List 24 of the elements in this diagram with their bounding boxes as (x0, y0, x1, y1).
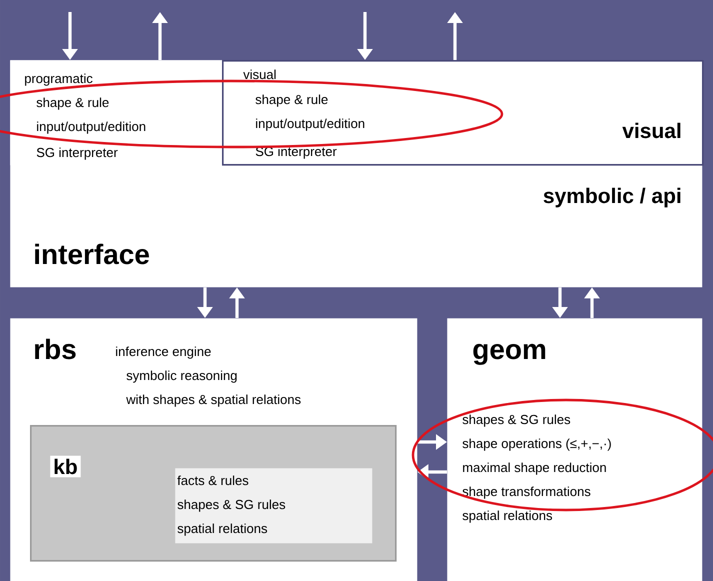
item-text: symbolic reasoning (126, 370, 237, 383)
item-text: input/output/edition (37, 122, 146, 134)
item-text: shape & rule (36, 98, 109, 110)
box-title: kb (50, 456, 81, 478)
item-text: spatial relations (462, 510, 552, 523)
box-title: geom (473, 344, 546, 365)
box-label: symbolic / api (544, 188, 680, 208)
item-text: inference engine (116, 346, 211, 359)
item-text: shape operations (≤,+,−,·) (462, 438, 611, 451)
item-text: maximal shape reduction (463, 462, 606, 475)
item-text: shape transformations (462, 486, 590, 499)
box-heading: programatic (25, 74, 92, 86)
item-text: facts & rules (177, 476, 248, 486)
box-heading: visual (243, 70, 276, 80)
item-text: input/output/edition (256, 118, 364, 131)
box-label: visual (622, 122, 680, 138)
box-title: interface (35, 244, 149, 264)
item-text: shape & rule (256, 94, 328, 107)
item-text: SG interpreter (36, 148, 118, 160)
item-text: spatial relations (178, 524, 268, 536)
item-text: with shapes & spatial relations (126, 394, 301, 407)
item-text: shapes & SG rules (462, 414, 570, 427)
box-title: rbs (35, 338, 76, 360)
item-text: shapes & SG rules (178, 500, 286, 512)
